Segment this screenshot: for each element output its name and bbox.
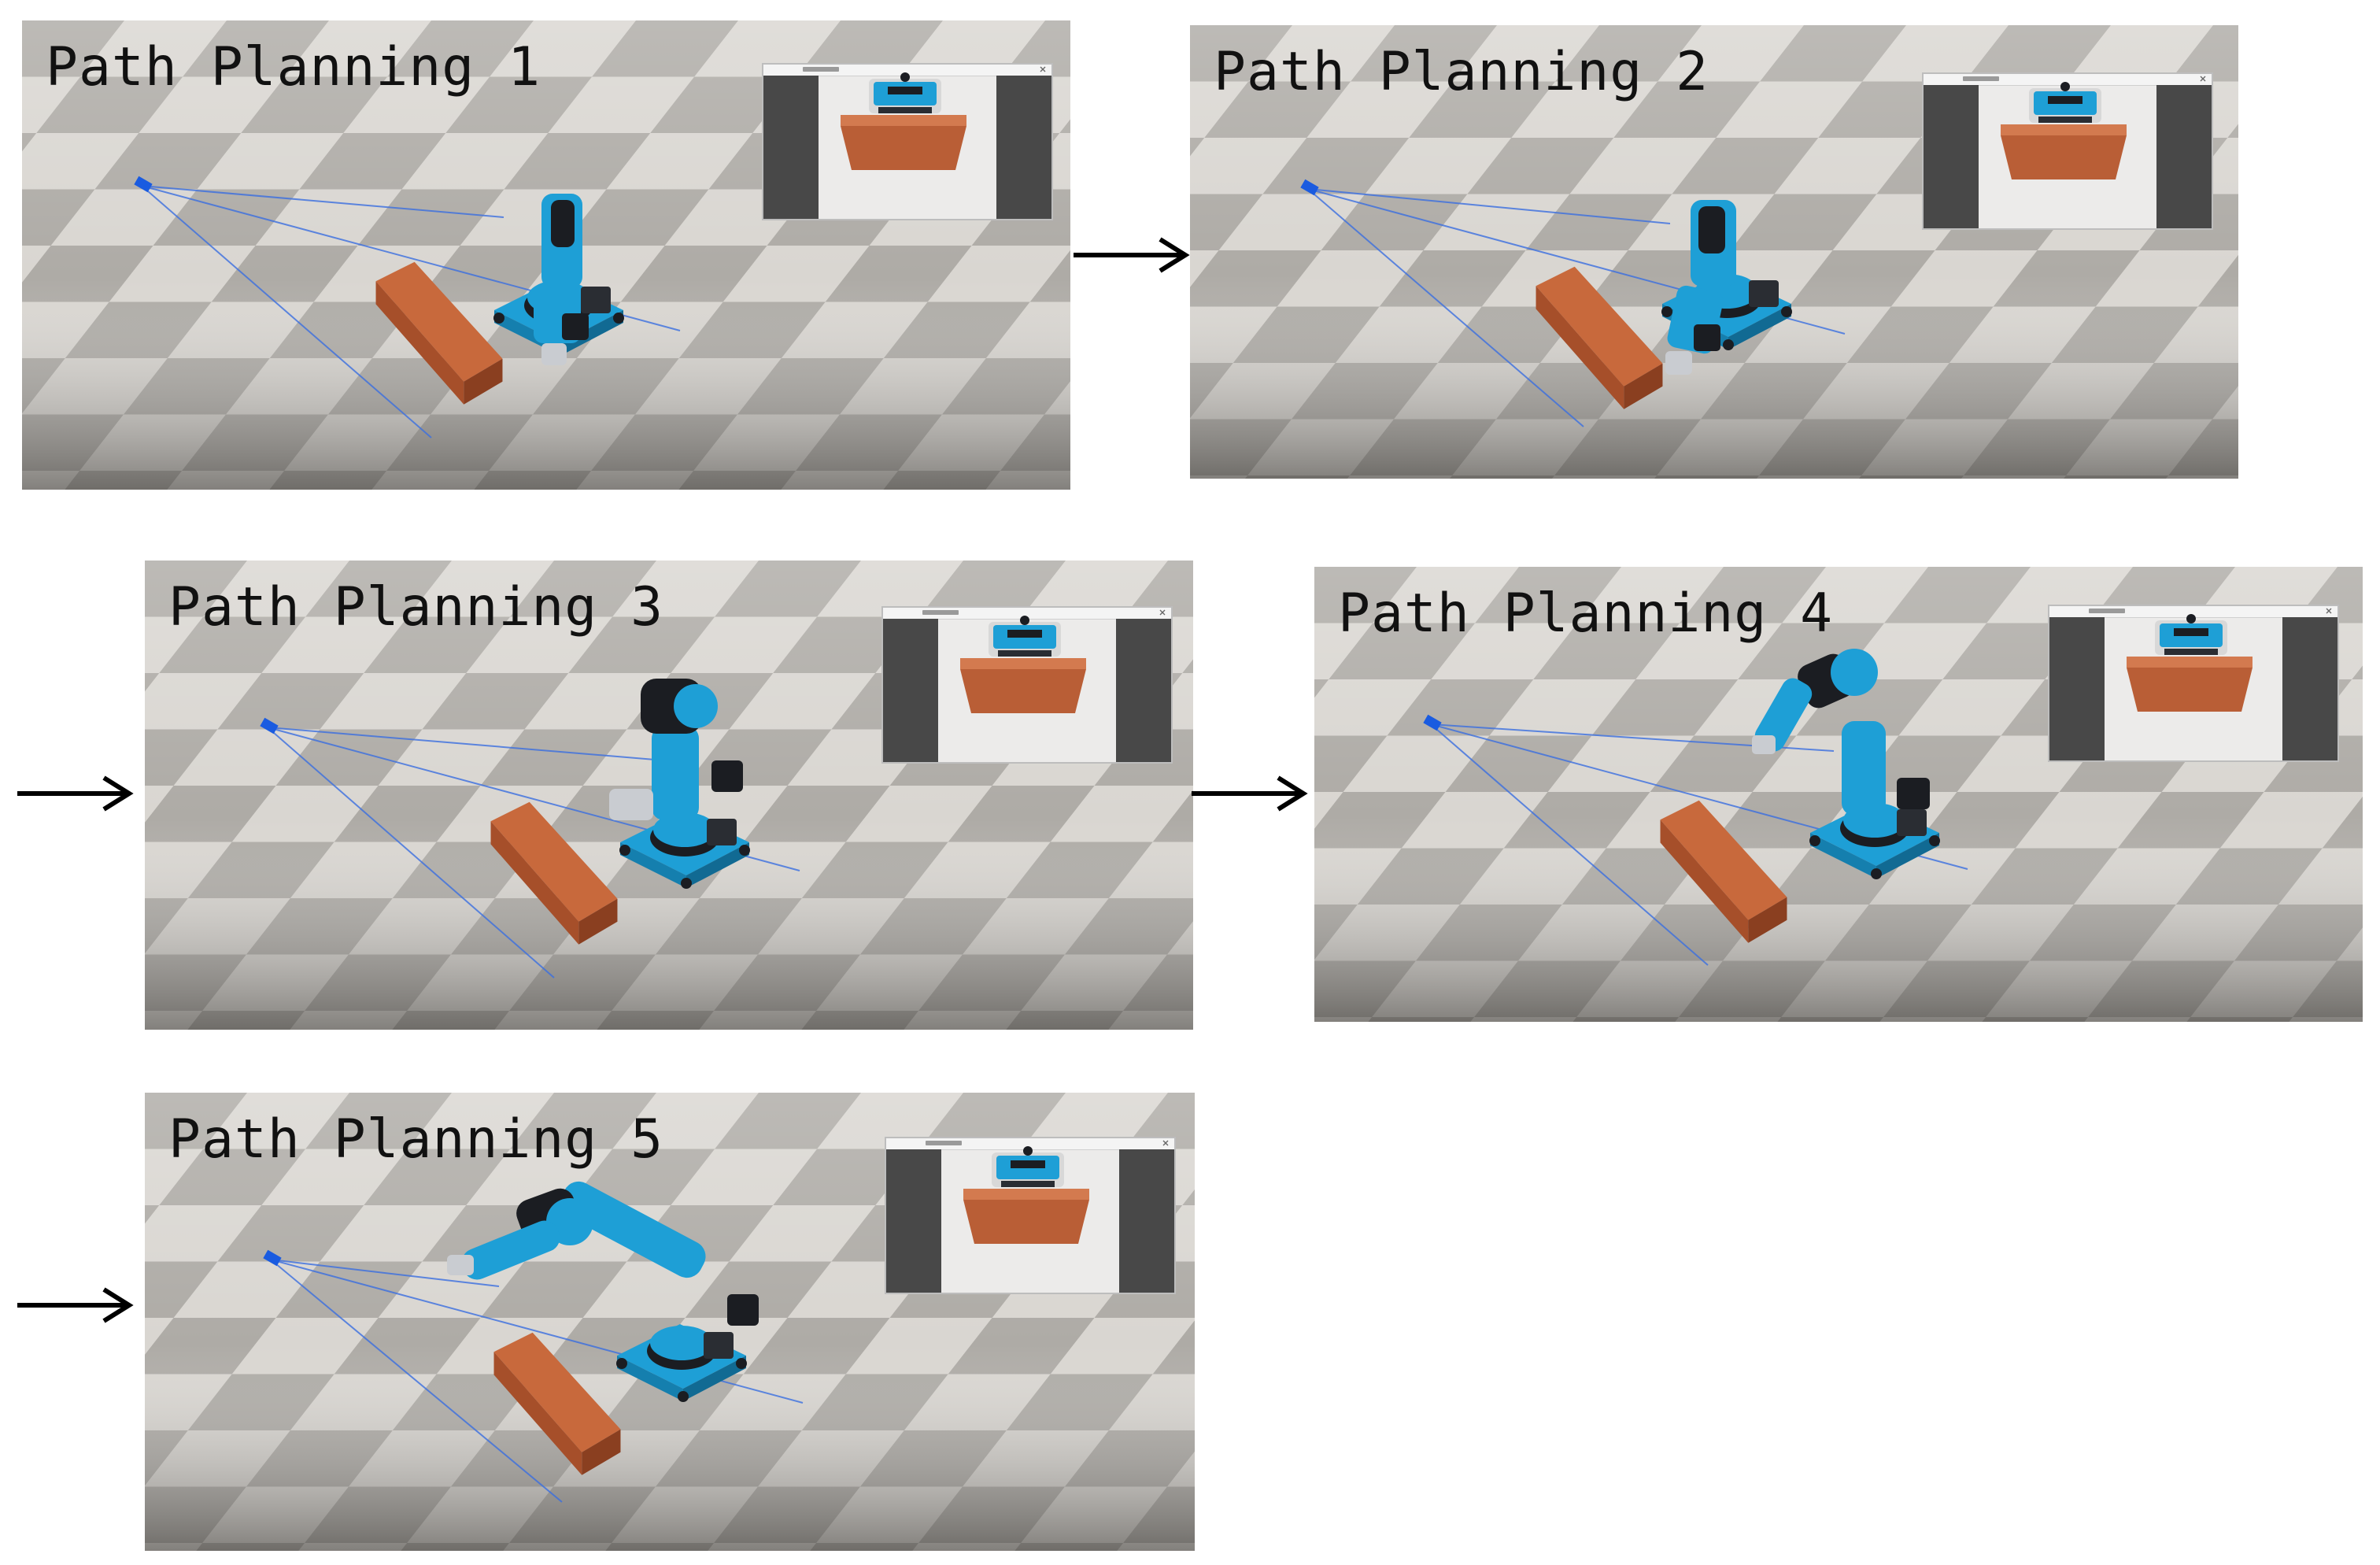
robot-arm bbox=[1665, 200, 1736, 375]
robot-arm bbox=[1752, 649, 1930, 816]
inset-robot bbox=[992, 1146, 1064, 1187]
inset-brick bbox=[960, 658, 1086, 713]
inset-right-bar bbox=[996, 76, 1051, 219]
inset-brick bbox=[963, 1189, 1089, 1244]
inset-right-bar bbox=[2282, 617, 2338, 760]
inset-title-text-glyph bbox=[803, 67, 839, 72]
panel-title: Path Planning 5 bbox=[168, 1108, 664, 1171]
arrow-icon bbox=[17, 775, 134, 812]
inset-title-text-glyph bbox=[922, 610, 959, 615]
inset-robot bbox=[2155, 614, 2227, 655]
camera-marker bbox=[263, 1249, 282, 1267]
inset-left-bar bbox=[763, 76, 819, 219]
inset-left-bar bbox=[2049, 617, 2105, 760]
close-icon[interactable] bbox=[1039, 65, 1047, 73]
panel-5: Path Planning 5 bbox=[145, 1093, 1195, 1551]
camera-marker bbox=[134, 176, 153, 193]
inset-left-bar bbox=[1924, 85, 1979, 228]
panel-4: Path Planning 4 bbox=[1314, 567, 2363, 1022]
robot-arm bbox=[609, 679, 743, 820]
panel-title: Path Planning 3 bbox=[168, 576, 664, 638]
arrow-icon bbox=[1192, 775, 1308, 812]
panel-title: Path Planning 1 bbox=[46, 36, 541, 98]
camera-view-inset bbox=[2048, 605, 2339, 762]
inset-title-text-glyph bbox=[2089, 609, 2125, 613]
camera-view-inset bbox=[881, 606, 1173, 764]
close-icon[interactable] bbox=[1162, 1139, 1170, 1147]
camera-marker bbox=[1300, 179, 1319, 196]
panel-3: Path Planning 3 bbox=[145, 561, 1193, 1030]
inset-brick bbox=[841, 115, 966, 170]
panel-title: Path Planning 4 bbox=[1338, 583, 1834, 645]
camera-marker bbox=[1423, 714, 1442, 731]
inset-right-bar bbox=[2156, 85, 2212, 228]
inset-left-bar bbox=[883, 619, 938, 762]
panel-title: Path Planning 2 bbox=[1214, 41, 1709, 103]
inset-robot bbox=[989, 616, 1061, 657]
inset-brick bbox=[2127, 657, 2252, 712]
inset-brick bbox=[2001, 124, 2127, 179]
inset-title-text-glyph bbox=[926, 1141, 962, 1145]
camera-view-inset bbox=[762, 63, 1053, 220]
inset-right-bar bbox=[1116, 619, 1171, 762]
inset-right-bar bbox=[1119, 1149, 1174, 1293]
panel-2: Path Planning 2 bbox=[1190, 25, 2238, 479]
close-icon[interactable] bbox=[2199, 75, 2207, 83]
inset-title-text-glyph bbox=[1963, 76, 1999, 81]
camera-view-inset bbox=[885, 1137, 1176, 1294]
close-icon[interactable] bbox=[2325, 607, 2333, 615]
arrow-icon bbox=[1074, 237, 1190, 273]
inset-left-bar bbox=[886, 1149, 941, 1293]
panel-1: Path Planning 1 bbox=[22, 20, 1070, 490]
camera-view-inset bbox=[1922, 72, 2213, 230]
camera-marker bbox=[260, 717, 279, 734]
close-icon[interactable] bbox=[1159, 609, 1166, 616]
robot-arm bbox=[534, 194, 589, 365]
inset-robot bbox=[869, 72, 941, 113]
arrow-icon bbox=[17, 1287, 134, 1323]
robot-arm bbox=[447, 1181, 759, 1326]
inset-robot bbox=[2029, 82, 2101, 123]
